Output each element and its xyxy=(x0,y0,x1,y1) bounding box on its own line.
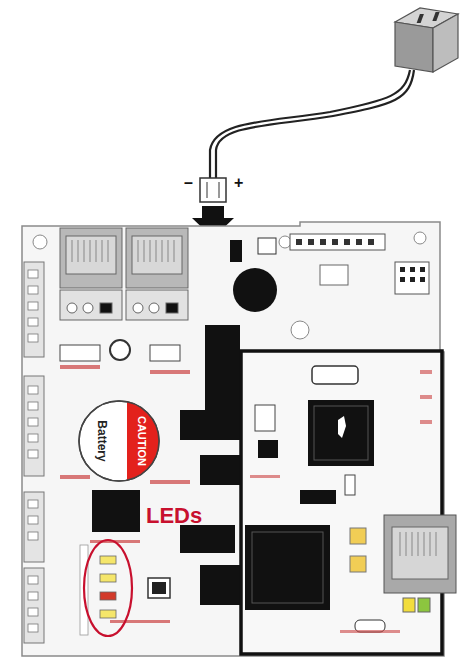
circuit-board xyxy=(22,222,444,656)
dip-chip xyxy=(92,490,140,532)
header-strip xyxy=(290,234,385,250)
battery-outline xyxy=(78,400,160,482)
led-highlight-ring xyxy=(84,540,132,636)
ethernet-jack xyxy=(384,515,456,593)
status-leds xyxy=(100,556,116,618)
network-module xyxy=(241,351,442,654)
polarity-sign: + xyxy=(234,175,243,191)
capacitor xyxy=(233,268,277,312)
rj-jacks xyxy=(60,228,188,320)
callout-label: LEDs xyxy=(146,505,202,527)
processor-chip xyxy=(245,525,330,610)
battery-text: Battery xyxy=(96,420,108,461)
qfp-chip xyxy=(308,400,374,466)
caution-text: CAUTION xyxy=(136,416,147,466)
terminal-strips xyxy=(24,262,44,643)
power-adapter xyxy=(210,8,458,180)
polarity-sign: – xyxy=(184,175,193,191)
battery-cell: CAUTION Battery xyxy=(78,400,160,482)
power-plug xyxy=(200,178,226,202)
